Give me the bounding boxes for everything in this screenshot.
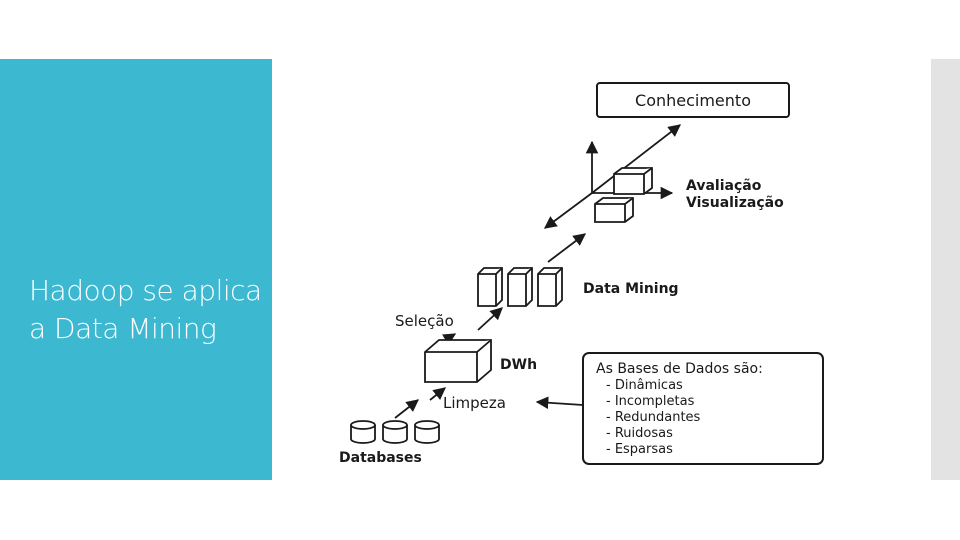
visualization-label: Visualização (686, 195, 784, 211)
dwh-label: DWh (500, 357, 537, 373)
evaluation-cubes (594, 167, 653, 223)
note-item: - Ruidosas (606, 426, 673, 441)
arrow-datamining-to-evaluation (547, 233, 587, 263)
arrow-cleaning-to-dwh (429, 387, 446, 401)
note-title: As Bases de Dados são: (596, 361, 763, 377)
note-item: - Esparsas (606, 442, 673, 457)
slide-title: Hadoop se aplica a Data Mining (29, 274, 262, 345)
kdd-process-diagram: Conhecimento Avaliação Visualização Data… (339, 82, 824, 466)
arrow-note-to-cleaning (535, 396, 584, 410)
scrollbar-track[interactable] (931, 59, 960, 480)
note-item: - Dinâmicas (606, 378, 683, 393)
selection-label: Seleção (395, 312, 454, 330)
databases-label: Databases (339, 450, 422, 466)
databases-cylinders (350, 420, 440, 444)
note-item: - Redundantes (606, 410, 701, 425)
dwh-cube (424, 339, 492, 383)
arrow-databases-to-cleaning (394, 399, 419, 419)
knowledge-box: Conhecimento (596, 82, 790, 118)
data-mining-label: Data Mining (583, 281, 679, 297)
title-panel: Hadoop se aplica a Data Mining (0, 59, 272, 480)
evaluation-label: Avaliação (686, 178, 762, 194)
cleaning-label: Limpeza (443, 394, 506, 412)
data-properties-note: As Bases de Dados são: - Dinâmicas - Inc… (582, 352, 824, 465)
note-item: - Incompletas (606, 394, 695, 409)
arrow-selection-to-datamining (477, 307, 503, 331)
knowledge-label: Conhecimento (635, 91, 751, 110)
data-mining-cubes (477, 267, 563, 307)
